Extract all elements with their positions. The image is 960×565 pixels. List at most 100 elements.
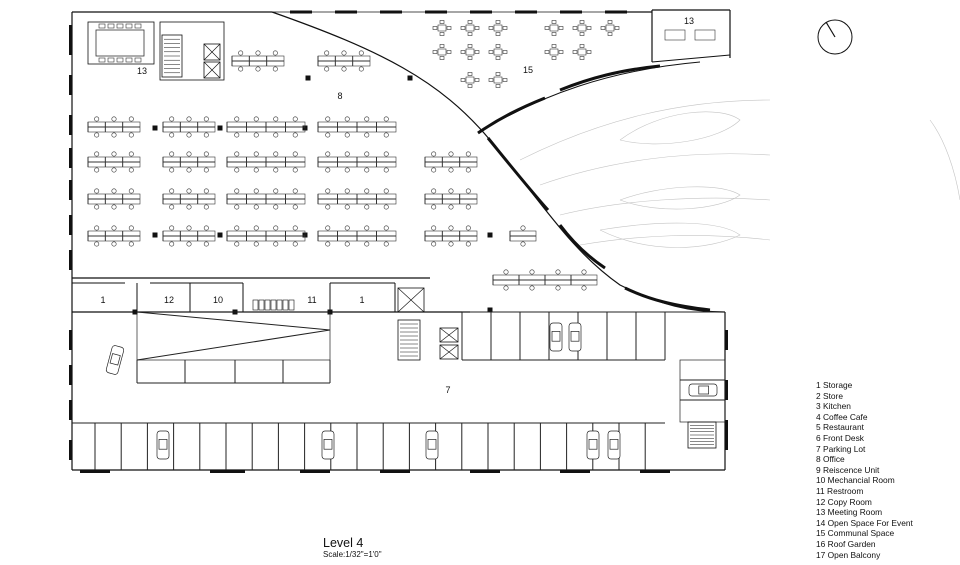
restroom-stall — [288, 299, 295, 311]
cafe-chair — [586, 50, 592, 54]
cafe-chair — [432, 50, 438, 54]
desk-chair — [186, 204, 192, 210]
desk-chair — [128, 204, 134, 210]
desk-chair — [94, 204, 100, 210]
desk-chair — [364, 204, 370, 210]
stair-icon — [687, 421, 717, 449]
legend-item: 8 Office — [816, 454, 845, 465]
cafe-chair — [495, 32, 501, 36]
desk-chair — [324, 50, 330, 56]
curve-glazing — [624, 286, 711, 312]
chair — [98, 57, 106, 63]
chair — [134, 23, 142, 29]
car-icon — [156, 430, 170, 460]
desk-chair — [448, 241, 454, 247]
elevator-icon — [397, 287, 425, 313]
room-label-copy-room: 12 — [163, 295, 174, 305]
room-label-mechanical-room: 10 — [212, 295, 223, 305]
car-windshield — [109, 353, 121, 366]
cafe-chair — [460, 50, 466, 54]
desk-chair — [111, 204, 117, 210]
building-walls — [69, 9, 731, 473]
plan-scale: Scale:1/32"=1'0" — [323, 550, 382, 559]
legend-item: 6 Front Desk — [816, 432, 864, 443]
car-icon — [586, 430, 600, 460]
planter-bed — [619, 111, 741, 145]
ramp-line — [136, 311, 331, 331]
communal-space-edge — [477, 61, 701, 134]
curve-glazing — [477, 96, 546, 135]
legend-item: 16 Roof Garden — [816, 538, 876, 549]
desk-chair — [234, 241, 240, 247]
roof-garden-lines — [519, 99, 960, 248]
desk-chair — [383, 167, 389, 173]
elevator-cross — [397, 287, 425, 313]
desk-chair — [431, 151, 437, 157]
desk-chair — [94, 241, 100, 247]
desk-chair — [203, 151, 209, 157]
legend-item: 3 Kitchen — [816, 401, 851, 412]
elevator-icon — [439, 327, 459, 343]
column — [487, 232, 493, 238]
cafe-chair — [607, 32, 613, 36]
cafe-chair — [488, 26, 494, 30]
column — [217, 232, 223, 238]
desk-chair — [465, 188, 471, 194]
desk-chair — [234, 116, 240, 122]
desk-chair — [234, 204, 240, 210]
desk-chair — [325, 241, 331, 247]
desk-chair — [325, 167, 331, 173]
legend-item: 13 Meeting Room — [816, 507, 883, 518]
car-windshield — [609, 439, 619, 450]
garden-path — [519, 99, 771, 161]
cafe-table — [465, 48, 475, 56]
desk-chair — [448, 225, 454, 231]
desk-chair — [94, 151, 100, 157]
elevator-icon — [203, 61, 221, 79]
cafe-chair — [579, 56, 585, 60]
cafe-chair — [600, 26, 606, 30]
chair — [98, 23, 106, 29]
restroom-stall — [258, 299, 265, 311]
desk-chair — [253, 167, 259, 173]
meeting-room-outline — [87, 21, 155, 65]
desk-chair — [94, 225, 100, 231]
car-icon — [607, 430, 621, 460]
restroom-stall — [282, 299, 289, 311]
desk-chair — [341, 50, 347, 56]
legend-item: 15 Communal Space — [816, 528, 895, 539]
cafe-chair — [551, 56, 557, 60]
desk-chair — [383, 151, 389, 157]
car-windshield — [323, 439, 333, 450]
desk-chair — [581, 285, 587, 291]
cafe-chair — [474, 26, 480, 30]
elevator-cross — [439, 344, 459, 360]
meeting-room-south-wall — [651, 54, 731, 63]
curve-glazing — [559, 64, 661, 92]
desk-chair — [186, 167, 192, 173]
ramp-line — [136, 329, 331, 361]
desk-chair — [111, 116, 117, 122]
desk-chair — [186, 132, 192, 138]
north-arrow-icon — [817, 19, 853, 55]
desk-chair — [128, 132, 134, 138]
desk-chair — [503, 285, 509, 291]
cafe-chair — [544, 50, 550, 54]
desk-chair — [273, 241, 279, 247]
desk-chair — [94, 132, 100, 138]
desk-chair — [273, 167, 279, 173]
chair — [134, 57, 142, 63]
desk-chair — [94, 167, 100, 173]
cafe-table — [605, 24, 615, 32]
desk-chair — [344, 225, 350, 231]
desk-chair — [253, 204, 259, 210]
desk-chair — [292, 132, 298, 138]
meeting-table — [664, 29, 686, 41]
cafe-chair — [495, 20, 501, 24]
desk-chair — [273, 132, 279, 138]
cafe-chair — [446, 50, 452, 54]
planter-bed — [599, 222, 741, 248]
car-windshield — [588, 439, 598, 450]
desk-chair — [344, 188, 350, 194]
